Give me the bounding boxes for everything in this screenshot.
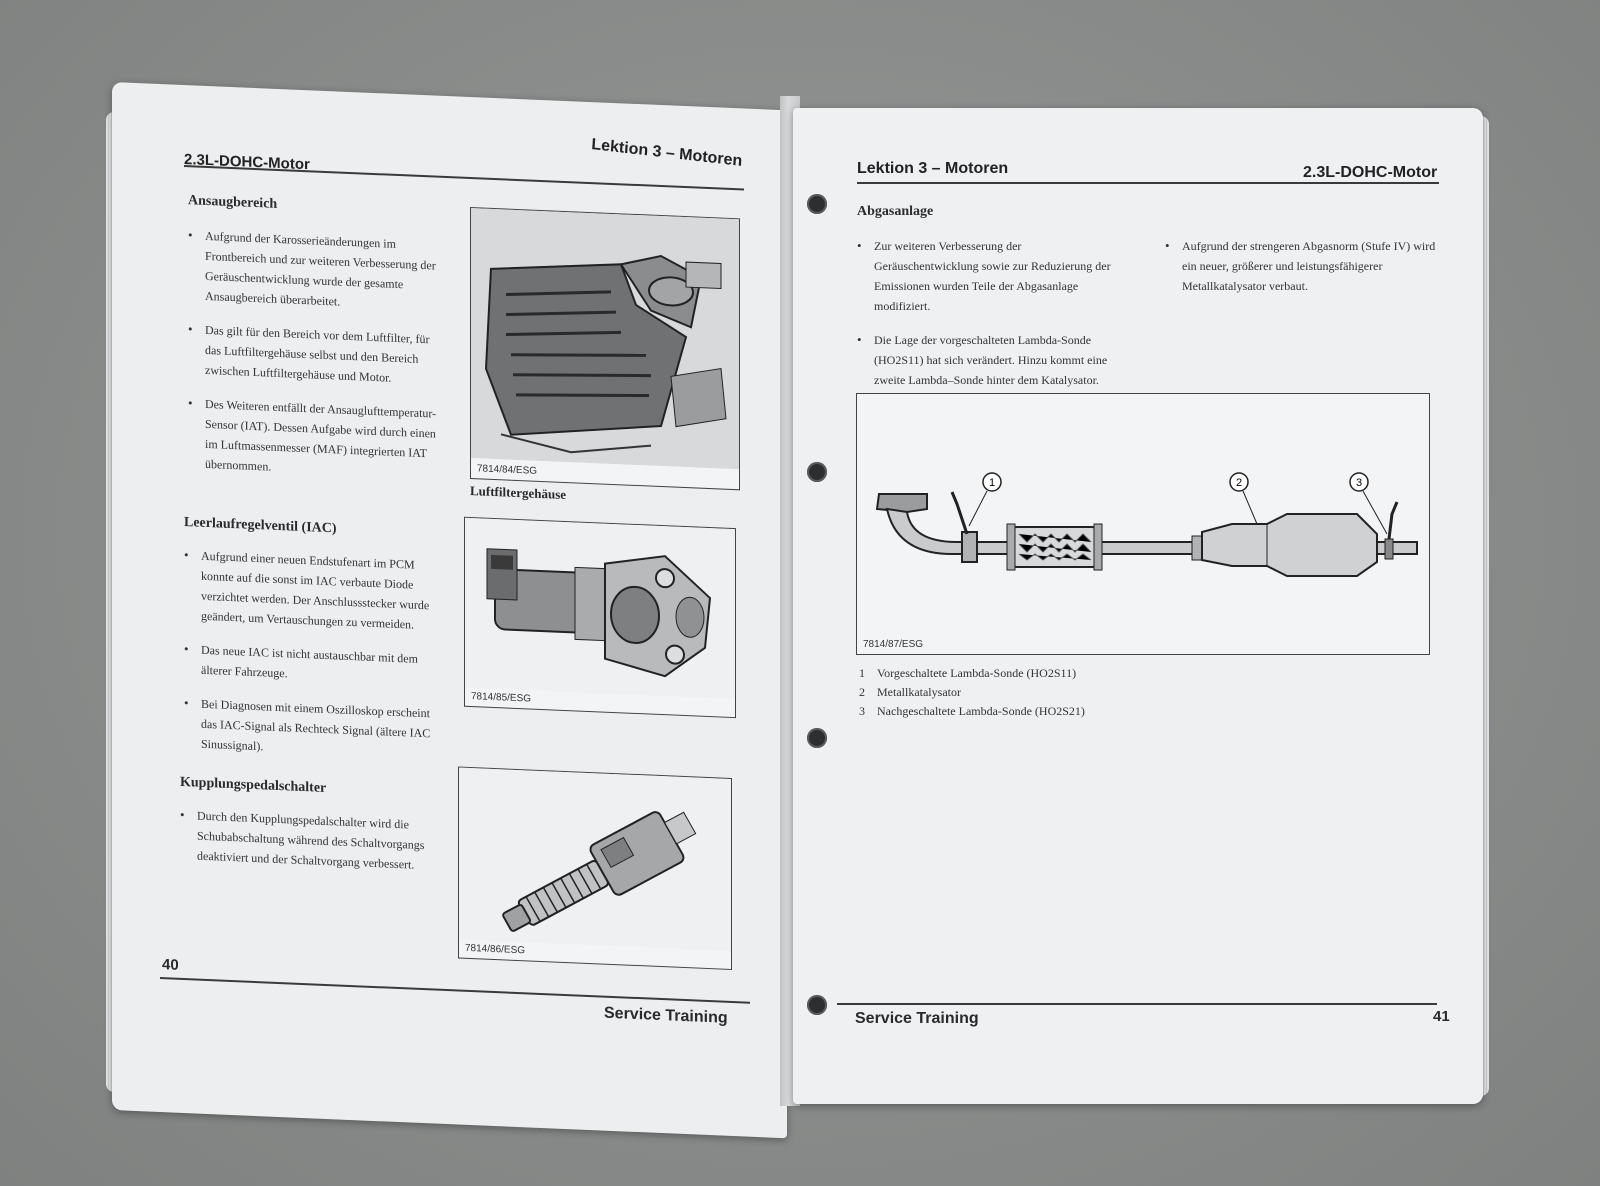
left-footer-rule <box>160 977 750 1004</box>
figure-iac-valve: 7814/85/ESG <box>464 516 736 719</box>
iac-valve-illustration <box>465 517 735 700</box>
bullets-ansaugbereich: Aufgrund der Karosserieänderungen im Fro… <box>188 225 438 497</box>
figure-caption: Luftfiltergehäuse <box>470 483 567 503</box>
binder-hole <box>807 728 827 748</box>
bullets-kupplung: Durch den Kupplungspedalschalter wird di… <box>180 805 430 889</box>
bullet: Das neue IAC ist nicht austauschbar mit … <box>184 639 434 689</box>
callout-1: 1 <box>989 477 995 489</box>
left-page: 2.3L-DOHC-Motor Lektion 3 – Motoren Ansa… <box>112 82 787 1139</box>
bullet: Die Lage der vorgeschalteten Lambda-Sond… <box>857 330 1125 390</box>
bullets-abgasanlage-col2: Aufgrund der strengeren Abgasnorm (Stufe… <box>1165 236 1440 310</box>
right-page: Lektion 3 – Motoren 2.3L-DOHC-Motor Abga… <box>793 108 1483 1104</box>
figure-exhaust-system: 1 2 3 7814/87/ESG <box>856 393 1430 655</box>
figure-code: 7814/86/ESG <box>465 942 526 957</box>
figure-code: 7814/84/ESG <box>477 463 538 477</box>
air-filter-illustration <box>471 208 739 470</box>
right-footer-rule <box>837 1003 1437 1005</box>
figure-clutch-switch: 7814/86/ESG <box>458 766 732 970</box>
section-heading-ansaugbereich: Ansaugbereich <box>188 193 278 212</box>
bullet: Des Weiteren entfällt der Ansauglufttemp… <box>188 393 438 483</box>
bullet: Aufgrund der strengeren Abgasnorm (Stufe… <box>1165 236 1440 296</box>
clutch-switch-illustration <box>459 767 731 951</box>
left-header-lesson: Lektion 3 – Motoren <box>590 136 743 170</box>
bullet: Zur weiteren Verbesserung der Geräuschen… <box>857 236 1125 316</box>
binder-hole <box>807 462 827 482</box>
bullets-iac: Aufgrund einer neuen Endstufenart im PCM… <box>184 545 434 777</box>
footer-service-training-right: Service Training <box>855 1010 979 1027</box>
bullet: Durch den Kupplungspedalschalter wird di… <box>180 805 430 875</box>
right-header-lesson: Lektion 3 – Motoren <box>857 160 1009 177</box>
bullet: Das gilt für den Bereich vor dem Luftfil… <box>188 319 438 389</box>
left-header-rule <box>184 165 744 191</box>
callout-3: 3 <box>1356 477 1362 489</box>
bullet: Aufgrund einer neuen Endstufenart im PCM… <box>184 545 434 635</box>
figure-air-filter-housing: 7814/84/ESG <box>470 207 740 491</box>
section-heading-kupplung: Kupplungspedalschalter <box>180 774 327 796</box>
exhaust-illustration: 1 2 3 <box>875 472 1418 577</box>
section-heading-iac: Leerlaufregelventil (IAC) <box>184 515 337 537</box>
callout-2: 2 <box>1236 477 1242 489</box>
bullet: Aufgrund der Karosserieänderungen im Fro… <box>188 225 438 315</box>
section-heading-abgasanlage: Abgasanlage <box>857 204 934 219</box>
page-number-right: 41 <box>1433 1008 1450 1025</box>
right-header-rule <box>857 182 1439 184</box>
page-number-left: 40 <box>162 956 179 974</box>
figure-code: 7814/87/ESG <box>863 639 924 650</box>
bullets-abgasanlage-col1: Zur weiteren Verbesserung der Geräuschen… <box>857 236 1125 404</box>
binder-hole <box>807 995 827 1015</box>
footer-service-training-left: Service Training <box>604 1004 728 1027</box>
binder-hole <box>807 194 827 214</box>
right-header-title: 2.3L-DOHC-Motor <box>1303 164 1438 181</box>
bullet: Bei Diagnosen mit einem Oszilloskop ersc… <box>184 693 434 763</box>
figure-code: 7814/85/ESG <box>471 691 532 705</box>
